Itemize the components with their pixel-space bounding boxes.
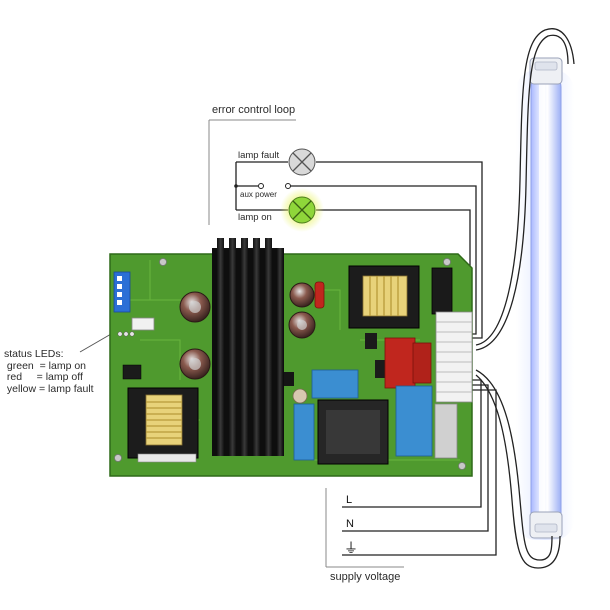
ic-chip <box>122 364 142 380</box>
lamp-fault-label: lamp fault <box>238 150 280 161</box>
lamp-end-cap-bottom <box>529 511 563 539</box>
small-component <box>292 388 308 404</box>
lamp-on-label: lamp on <box>238 212 272 223</box>
neutral-label: N <box>346 518 354 530</box>
lamp-end-cap-top <box>529 57 563 85</box>
filter-choke <box>317 399 389 465</box>
electrolytic-capacitor <box>179 291 211 323</box>
lamp-on-indicator <box>280 188 324 232</box>
aux-power-label: aux power <box>240 190 277 199</box>
transistor <box>284 372 294 386</box>
status-green: green = lamp on <box>4 359 87 372</box>
red-capacitor <box>384 337 416 389</box>
status-led-header <box>131 317 155 331</box>
transformer <box>348 265 420 329</box>
blue-capacitor <box>293 403 315 461</box>
x-capacitor <box>311 369 359 399</box>
electrolytic-capacitor <box>288 311 316 339</box>
blue-capacitor <box>395 385 433 457</box>
heat-sink <box>212 238 284 456</box>
error-loop-bracket <box>208 119 296 225</box>
electrolytic-capacitor <box>179 348 211 380</box>
status-leds-title: status LEDs: <box>4 348 64 360</box>
diode <box>365 333 377 349</box>
supply-wires <box>342 379 497 556</box>
supply-voltage-label: supply voltage <box>330 571 401 583</box>
line-label: L <box>346 494 353 506</box>
aux-power-switch <box>234 183 291 189</box>
status-red: red = lamp off <box>4 371 83 383</box>
transformer <box>127 387 199 463</box>
supply-bracket <box>325 488 404 568</box>
lamp-fault-indicator <box>288 148 316 176</box>
error-control-loop-label: error control loop <box>212 104 296 116</box>
wire-connector-block <box>435 311 473 403</box>
red-capacitor <box>412 342 432 384</box>
electrolytic-capacitor <box>289 282 315 308</box>
lamp-wires <box>475 28 575 569</box>
status-leds-legend: status LEDs: green = lamp on red = lamp … <box>4 348 94 395</box>
status-leds <box>117 331 135 337</box>
fuse-holder <box>434 403 458 459</box>
ground-label: ⏚ <box>344 540 358 556</box>
relay <box>431 267 453 315</box>
status-yellow: yellow = lamp fault <box>4 382 94 395</box>
dip-switch <box>113 271 131 313</box>
red-capacitor <box>314 281 325 309</box>
fluorescent-lamp <box>516 57 574 540</box>
